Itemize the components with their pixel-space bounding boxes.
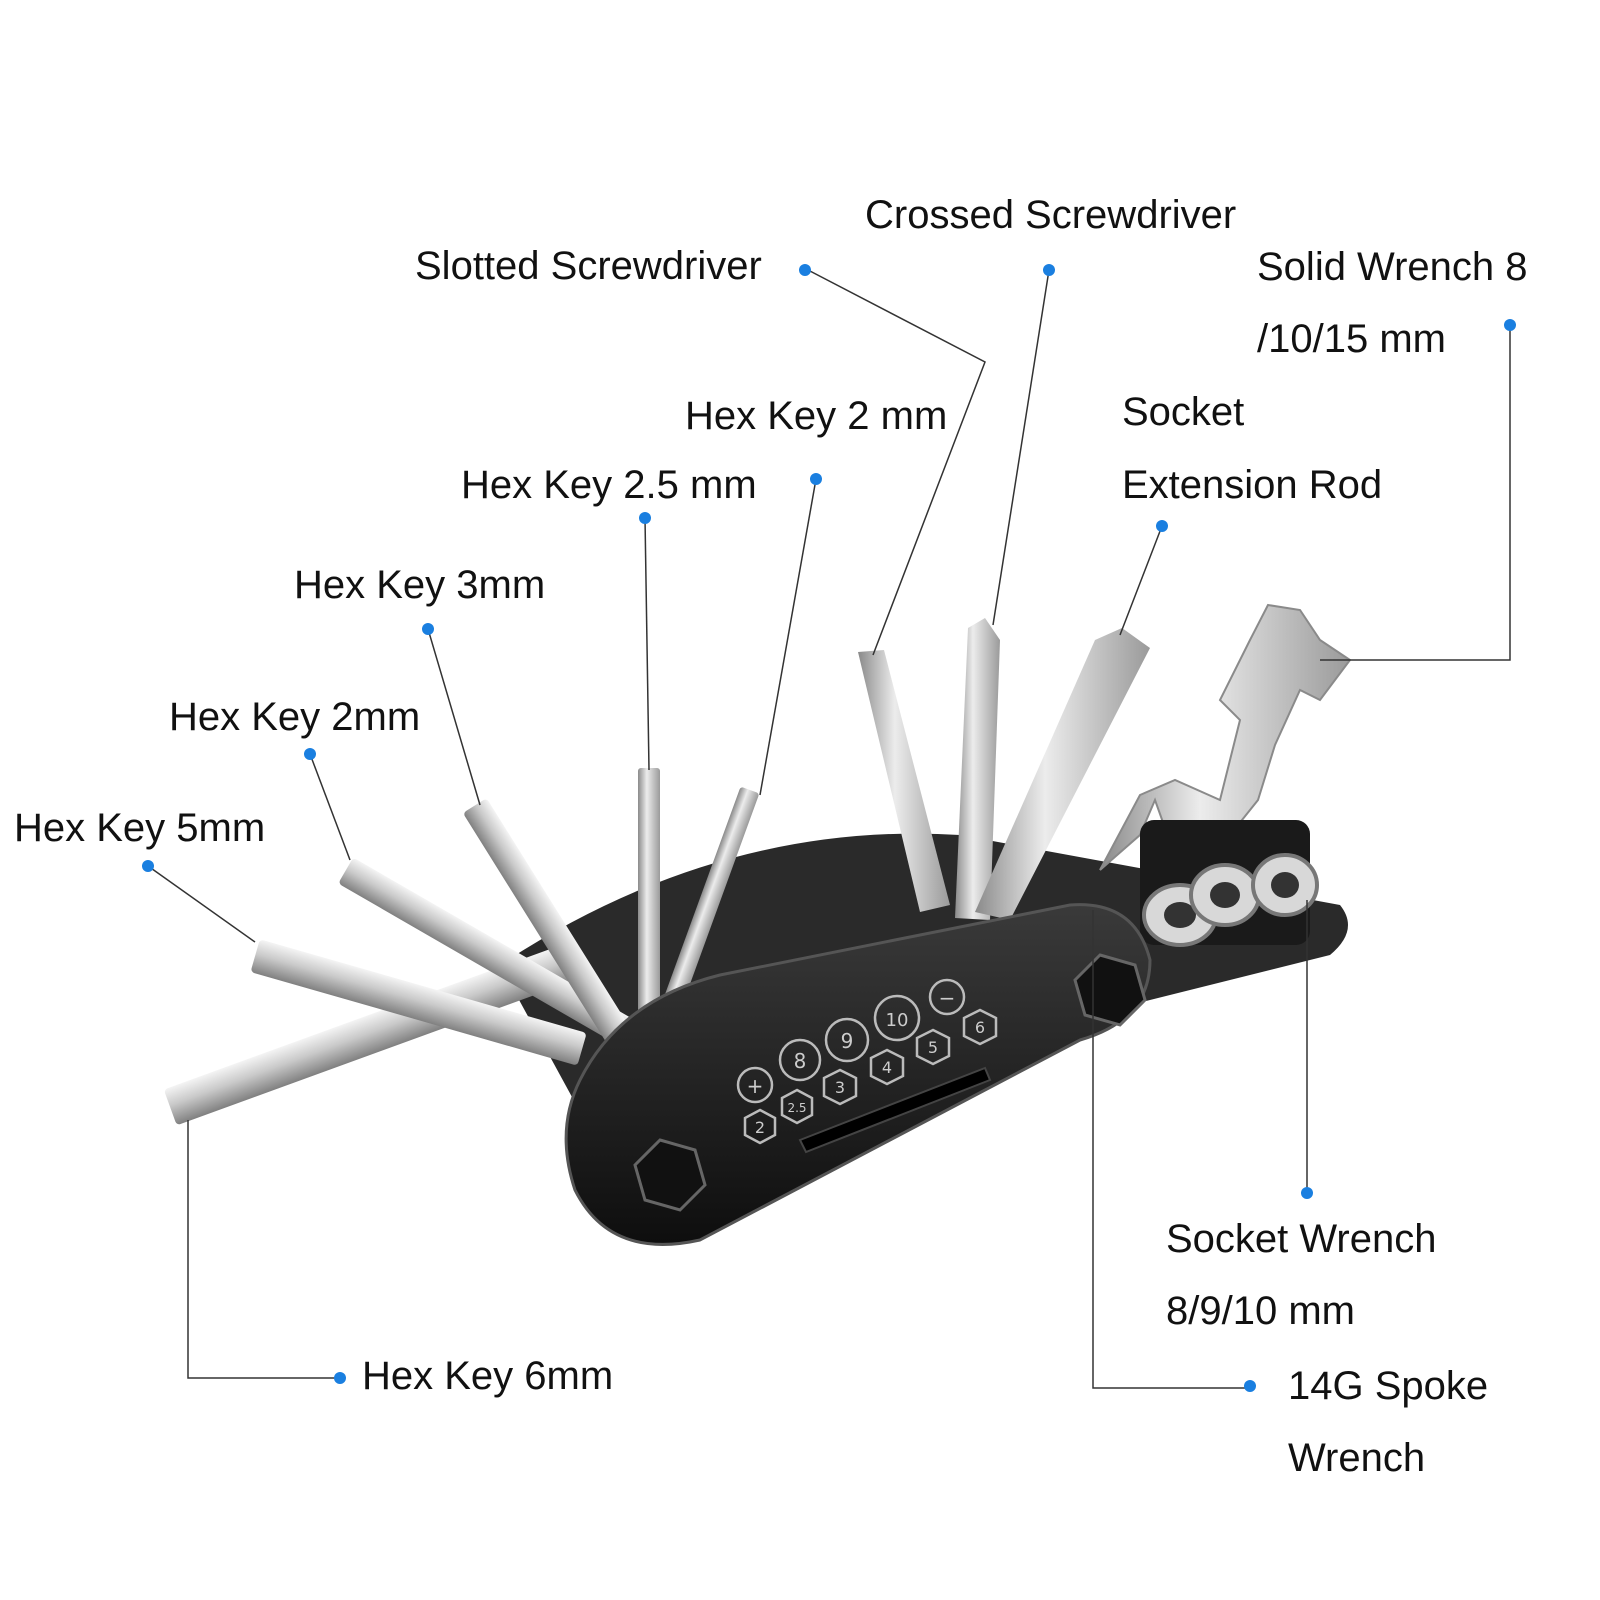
leader-solid-wrench [1320, 325, 1511, 661]
label-hex-key-2: Hex Key 2mm [169, 695, 421, 739]
hex-key-2mm-left [339, 858, 638, 1048]
dot-socket-wrench [1301, 1187, 1313, 1199]
marking-10-ring [873, 994, 921, 1042]
marking-25: 2.5 [787, 1101, 806, 1115]
marking-10: 10 [886, 1010, 909, 1031]
label-socket-extension-line2: Extension Rod [1122, 463, 1383, 507]
socket-9mm-bore [1210, 882, 1240, 908]
hex-key-6mm [164, 947, 571, 1125]
crossed-screwdriver-blade [955, 618, 1000, 920]
marking-4-ring [869, 1048, 905, 1086]
dot-socket-extension [1156, 520, 1168, 532]
dot-hex-key-5 [142, 860, 154, 872]
screwdriver-set [858, 618, 1000, 920]
leader-hex-key-3 [427, 628, 481, 806]
marking-25-ring [780, 1088, 814, 1125]
marking-minus-ring [928, 978, 966, 1016]
marking-5-ring [915, 1028, 951, 1066]
dot-hex-key-2mm-top [810, 473, 822, 485]
marking-5: 5 [928, 1038, 938, 1057]
dot-hex-key-2-5 [639, 512, 651, 524]
marking-8-ring [778, 1038, 822, 1082]
marking-9: 9 [841, 1029, 854, 1053]
marking-3-ring [822, 1068, 858, 1106]
marking-6-ring [962, 1008, 998, 1046]
label-spoke-wrench-line2: Wrench [1288, 1436, 1426, 1480]
leader-hex-key-2mm-top [759, 478, 817, 796]
label-hex-key-2-5: Hex Key 2.5 mm [461, 463, 757, 507]
leader-hex-key-2-5 [644, 517, 650, 771]
leader-hex-key-2 [309, 753, 351, 861]
label-socket-wrench-line2: 8/9/10 mm [1166, 1289, 1355, 1333]
marking-4: 4 [882, 1058, 892, 1077]
socket-set [1140, 820, 1319, 947]
label-socket-extension-line1: Socket [1122, 390, 1245, 434]
marking-8: 8 [794, 1049, 807, 1073]
dot-crossed-screwdriver [1043, 264, 1055, 276]
leader-slotted-screwdriver [807, 269, 986, 656]
label-spoke-wrench-line1: 14G Spoke [1288, 1364, 1489, 1408]
leader-hex-key-5 [147, 865, 256, 943]
dot-solid-wrench [1504, 319, 1516, 331]
marking-2-ring [743, 1108, 777, 1145]
callout-dots [142, 264, 1516, 1392]
marking-minus: − [939, 986, 956, 1010]
marking-3: 3 [835, 1078, 845, 1097]
leader-crossed-screwdriver [992, 269, 1050, 626]
dot-hex-key-2 [304, 748, 316, 760]
label-solid-wrench-line1: Solid Wrench 8 [1257, 245, 1528, 289]
label-hex-key-6: Hex Key 6mm [362, 1354, 614, 1398]
dot-spoke-wrench [1244, 1380, 1256, 1392]
front-bolt-left [633, 1138, 707, 1212]
size-markings [736, 978, 998, 1145]
slotted-screwdriver-blade [858, 650, 950, 912]
label-hex-key-3: Hex Key 3mm [294, 563, 546, 607]
leader-socket-extension [1119, 525, 1163, 636]
leader-hex-key-6 [187, 1120, 340, 1379]
label-crossed-screwdriver: Crossed Screwdriver [865, 193, 1237, 237]
label-socket-wrench-line1: Socket Wrench [1166, 1217, 1437, 1261]
hex-key-3mm [464, 799, 650, 1075]
front-plate-slot [798, 1066, 992, 1154]
leader-spoke-wrench [1092, 910, 1250, 1389]
label-hex-key-5: Hex Key 5mm [14, 806, 266, 850]
marking-plus-ring [736, 1066, 774, 1104]
label-slotted-screwdriver: Slotted Screwdriver [415, 244, 762, 288]
hex-key-5mm [251, 940, 586, 1065]
leader-lines [147, 269, 1511, 1389]
dot-hex-key-6 [334, 1372, 346, 1384]
hex-key-2-5mm [638, 768, 660, 1068]
dot-hex-key-3 [422, 623, 434, 635]
label-solid-wrench-line2: /10/15 mm [1257, 317, 1446, 361]
socket-10mm-bore [1271, 872, 1299, 898]
marking-9-ring [824, 1017, 870, 1063]
label-hex-key-2mm-top: Hex Key 2 mm [685, 394, 948, 438]
marking-plus: + [747, 1074, 764, 1098]
dot-slotted-screwdriver [799, 264, 811, 276]
marking-2: 2 [755, 1118, 765, 1137]
socket-8mm-bore [1164, 902, 1196, 928]
marking-6: 6 [975, 1018, 985, 1037]
socket-extension-rod [975, 628, 1150, 920]
